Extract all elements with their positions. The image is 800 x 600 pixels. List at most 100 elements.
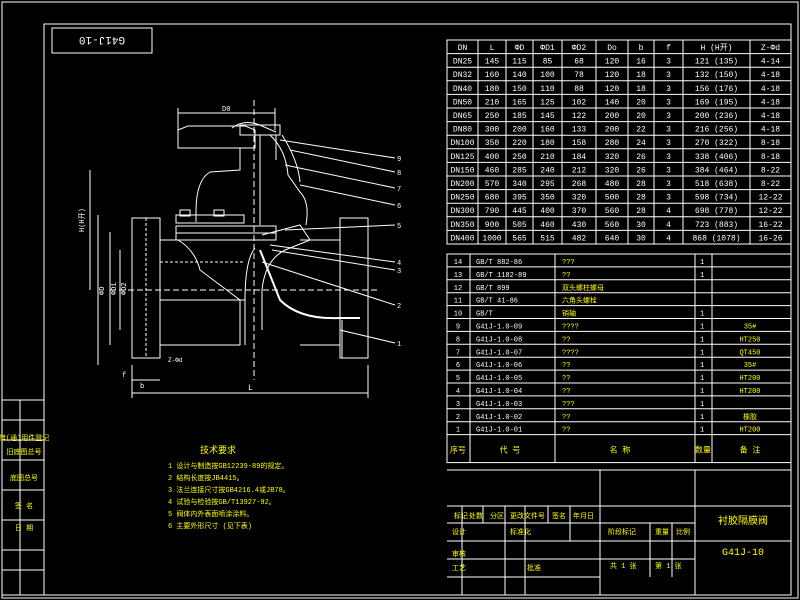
dim-cell: 28	[636, 194, 646, 203]
parts-header-cell: 代 号	[500, 445, 521, 456]
dim-cell: 26	[636, 153, 646, 162]
dim-cell: 3	[666, 98, 671, 107]
dia-label-d1: ΦD1	[111, 282, 119, 295]
sheet-total: 共 1 张	[610, 561, 637, 571]
dim-cell: 120	[605, 58, 620, 67]
tech-item-4: 4 试验与检验按GB/T13927-92。	[168, 497, 276, 507]
tech-requirements: 技术要求 1 设计与制造按GB12239-89的规定。 2 结构长度按JB441…	[168, 444, 290, 531]
drawing-number: G41J-10	[722, 548, 764, 559]
callout-number: 9	[397, 156, 401, 164]
dim-cell: 500	[605, 194, 620, 203]
dim-cell: 102	[572, 98, 587, 107]
tb-label-12: 工艺	[452, 564, 466, 573]
tb-label-8: 阶段标记	[608, 527, 636, 537]
dim-cell: 3	[666, 71, 671, 80]
dim-cell: DN32	[453, 71, 472, 80]
dim-cell: 200 (236)	[695, 112, 738, 121]
dim-cell: 145	[540, 112, 555, 121]
parts-cell: 12	[454, 285, 462, 293]
callout-number: 8	[397, 170, 401, 178]
dim-cell: 3	[666, 166, 671, 175]
parts-cell: 1	[700, 414, 704, 422]
dim-f-label: f	[122, 372, 126, 380]
parts-cell: 2	[456, 414, 460, 422]
dim-cell: 180	[540, 139, 555, 148]
dim-cell: 395	[512, 194, 527, 203]
dim-cell: 12-22	[758, 207, 782, 216]
dim-l-label: L	[248, 384, 253, 393]
dim-cell: 250	[512, 153, 527, 162]
dim-cell: 460	[540, 221, 555, 230]
dim-cell: 4	[666, 221, 671, 230]
dim-cell: 28	[636, 207, 646, 216]
dim-cell: 16-22	[758, 221, 782, 230]
dim-cell: 16-26	[758, 234, 782, 243]
dim-d0-label: D0	[222, 106, 230, 114]
parts-cell: ???	[562, 401, 575, 409]
parts-cell: 1	[700, 336, 704, 344]
parts-cell: GB/T 1182-89	[476, 272, 526, 280]
parts-cell: ??	[562, 336, 570, 344]
tb-label-3: 更改文件号	[510, 511, 545, 521]
dim-cell: DN25	[453, 58, 472, 67]
dim-cell: 24	[636, 139, 646, 148]
dim-cell: 3	[666, 112, 671, 121]
dim-cell: DN350	[450, 221, 474, 230]
dim-cell: 250	[485, 112, 500, 121]
dim-cell: 8-18	[761, 153, 780, 162]
strip-label-3: 签 名	[15, 501, 33, 511]
dim-cell: 132 (150)	[695, 71, 738, 80]
dim-cell: 384 (464)	[695, 166, 738, 175]
left-strip: 借(通)用件登记 旧底图总号 底图总号 签 名 日 期	[0, 399, 49, 596]
parts-cell: G41J-1.0-06	[476, 362, 522, 370]
dim-header-cell: f	[666, 44, 671, 53]
dim-cell: 4	[666, 207, 671, 216]
dim-cell: 320	[572, 194, 587, 203]
tech-heading: 技术要求	[200, 444, 236, 456]
parts-cell: ??	[562, 414, 570, 422]
dim-cell: 8-18	[761, 139, 780, 148]
dim-cell: 8-22	[761, 166, 780, 175]
dim-cell: 3	[666, 194, 671, 203]
dim-header-cell: DN	[458, 44, 468, 53]
dim-cell: 1000	[482, 234, 501, 243]
dim-cell: 145	[485, 58, 500, 67]
dim-cell: 300	[485, 126, 500, 135]
dim-cell: 122	[572, 112, 587, 121]
callout-number: 1	[397, 341, 401, 349]
parts-cell: HT200	[739, 427, 760, 435]
parts-cell: G41J-1.0-03	[476, 401, 522, 409]
dim-cell: 320	[605, 153, 620, 162]
parts-cell: 14	[454, 259, 462, 267]
parts-cell: 双头螺柱螺母	[562, 283, 604, 293]
parts-cell: GB/T 882-86	[476, 259, 522, 267]
parts-cell: QT450	[739, 349, 760, 357]
dim-cell: 156 (176)	[695, 85, 738, 94]
dim-cell: 133	[572, 126, 587, 135]
dim-cell: 868 (1078)	[692, 234, 740, 243]
parts-cell: GB/T 41-86	[476, 298, 518, 306]
dim-cell: 240	[540, 166, 555, 175]
dim-cell: 220	[512, 139, 527, 148]
parts-cell: ??	[562, 388, 570, 396]
dim-cell: 285	[512, 166, 527, 175]
dim-cell: DN400	[450, 234, 474, 243]
dim-cell: 120	[605, 85, 620, 94]
dim-cell: 110	[540, 85, 555, 94]
dim-cell: 26	[636, 166, 646, 175]
dim-cell: 160	[540, 126, 555, 135]
dim-cell: 570	[485, 180, 500, 189]
callout-number: 3	[397, 268, 401, 276]
dim-cell: 180	[485, 85, 500, 94]
parts-cell: G41J-1.0-01	[476, 427, 522, 435]
parts-cell: 35#	[744, 324, 757, 332]
dim-cell: 20	[636, 98, 646, 107]
dim-cell: 18	[636, 85, 646, 94]
title-box-text: G41J-10	[79, 33, 125, 45]
parts-cell: 9	[456, 324, 460, 332]
parts-cell: 5	[456, 375, 460, 383]
parts-cell: ????	[562, 349, 579, 357]
parts-cell: GB/T	[476, 311, 493, 319]
parts-cell: ???	[562, 259, 575, 267]
dia-label-d2: ΦD2	[121, 282, 129, 295]
